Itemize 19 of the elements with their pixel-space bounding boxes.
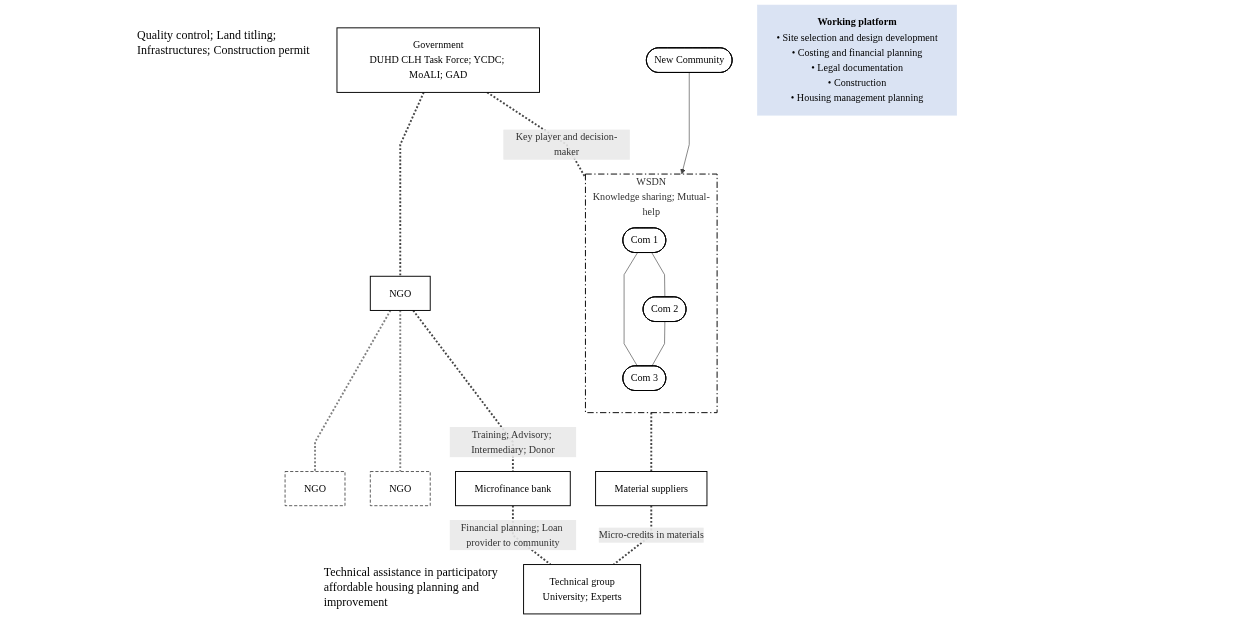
node-box: Government DUHD CLH Task Force; YCDC; MoALI; GAD [336,27,541,93]
connector [650,411,653,473]
node-box: Technical group University; Experts [523,564,642,615]
edge-label: Micro-credits in materials [598,529,704,541]
connector [651,252,666,298]
connector [314,309,392,473]
edge-label: Financial planning; Loan provider to community [460,521,563,548]
node-box: NGO [370,471,431,506]
node-box: NGO [369,275,431,311]
node-box: NGO [284,471,346,506]
connector [612,504,653,566]
connector [651,321,666,367]
node-box: Microfinance bank [455,471,571,507]
edge-label: Training; Advisory; Intermediary; Donor [471,428,555,455]
connector [399,91,425,278]
edge-label: Key player and decision-maker [515,131,618,158]
connector [623,252,638,367]
node-box: Material suppliers [595,471,708,507]
node-box: Working platform • Site selection and design development • Costing and financial planning • Legal documentation • Construction • Housing management planning [757,4,958,116]
